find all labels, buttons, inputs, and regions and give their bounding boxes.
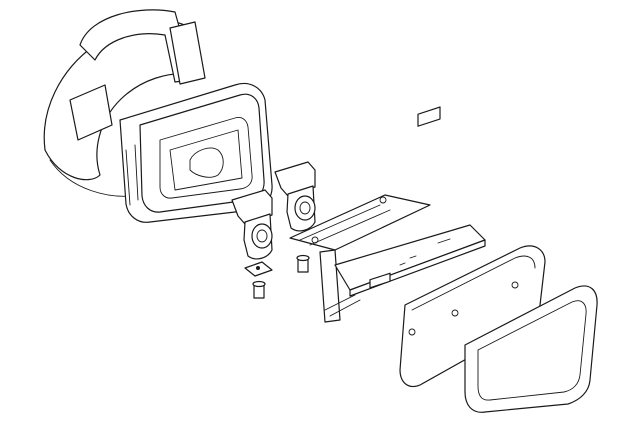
lens-holder-right [274, 161, 316, 273]
side-strap [169, 21, 206, 85]
strap-buckle [69, 84, 113, 141]
lens-left [251, 223, 273, 249]
lens-holder-left [231, 189, 273, 299]
inner-frame [169, 129, 243, 191]
nose-cutout [189, 147, 224, 178]
lens-right [294, 195, 316, 221]
lens-opening [159, 117, 253, 199]
side-panel [125, 144, 139, 206]
headset-body [43, 9, 273, 223]
mounting-bracket [289, 194, 431, 323]
circuit-board [324, 106, 486, 317]
connector [369, 272, 391, 289]
chip [417, 106, 441, 127]
front-plate [464, 285, 598, 413]
cable [324, 294, 361, 317]
